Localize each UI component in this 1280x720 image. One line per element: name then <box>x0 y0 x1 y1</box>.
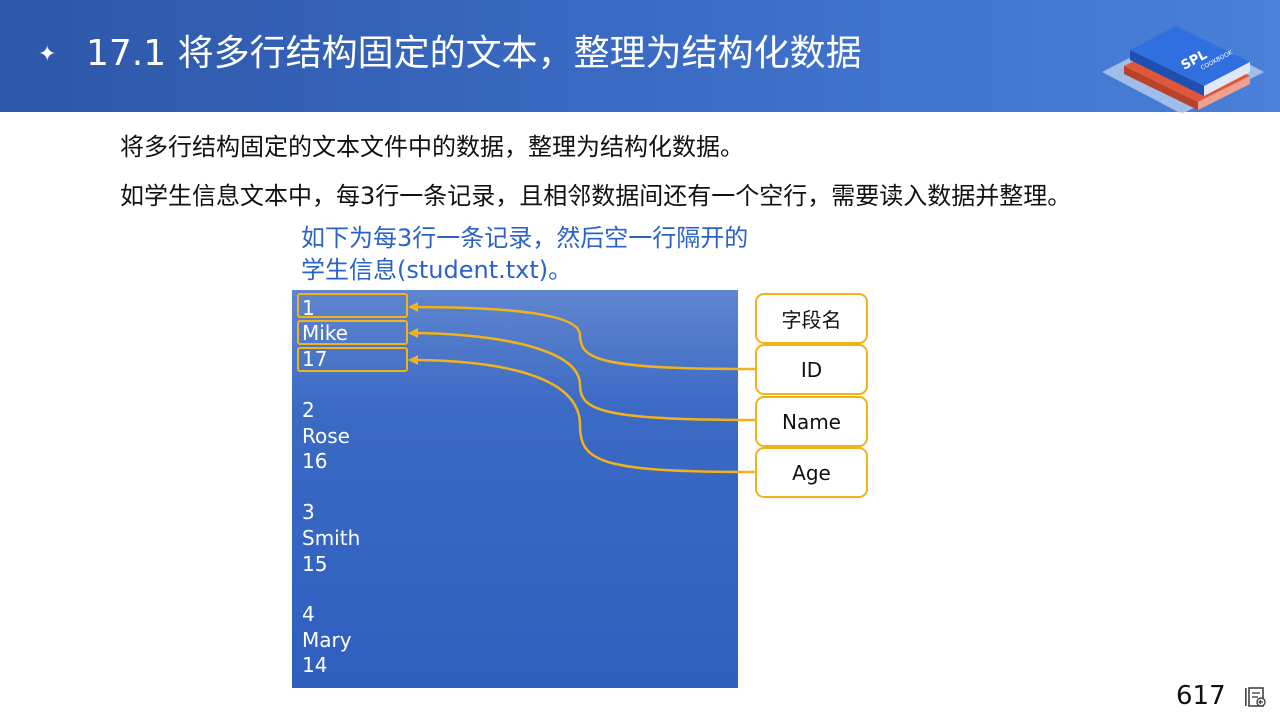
field-id-box: ID <box>755 344 868 395</box>
name-highlight-box <box>297 320 408 345</box>
file-line: 1 <box>302 296 315 320</box>
file-line: 14 <box>302 653 328 677</box>
file-line: Smith <box>302 526 361 550</box>
file-note: 如下为每3行一条记录，然后空一行隔开的 学生信息(student.txt)。 <box>301 222 748 286</box>
file-line: 4 <box>302 602 315 626</box>
file-line: Mary <box>302 628 352 652</box>
age-highlight-box <box>297 347 408 372</box>
file-line: Rose <box>302 424 350 448</box>
title-bar: ✦ 17.1 将多行结构固定的文本，整理为结构化数据 <box>0 0 1280 112</box>
file-note-line-2: 学生信息(student.txt)。 <box>301 256 573 284</box>
file-line: 2 <box>302 398 315 422</box>
field-name-box: Name <box>755 396 868 447</box>
description-line-1: 将多行结构固定的文本文件中的数据，整理为结构化数据。 <box>120 133 744 161</box>
spl-cookbook-logo: SPL COOKBOOK <box>1102 26 1264 114</box>
field-age-box: Age <box>755 447 868 498</box>
file-note-line-1: 如下为每3行一条记录，然后空一行隔开的 <box>301 224 749 252</box>
page-number: 617 <box>1176 681 1226 711</box>
student-file-content: 1 Mike 17 2 Rose 16 3 Smith 15 4 Mary 14 <box>292 290 738 688</box>
file-line: 3 <box>302 500 315 524</box>
field-header-box: 字段名 <box>755 293 868 344</box>
description-line-2: 如学生信息文本中，每3行一条记录，且相邻数据间还有一个空行，需要读入数据并整理。 <box>120 182 1072 210</box>
slide-title: 17.1 将多行结构固定的文本，整理为结构化数据 <box>86 33 862 74</box>
notes-page-icon[interactable] <box>1244 686 1268 708</box>
file-line: 17 <box>302 347 328 371</box>
file-line: Mike <box>302 321 348 345</box>
id-highlight-box <box>297 293 408 318</box>
title-bullet-icon: ✦ <box>38 42 57 67</box>
file-line: 15 <box>302 552 328 576</box>
file-line: 16 <box>302 449 328 473</box>
